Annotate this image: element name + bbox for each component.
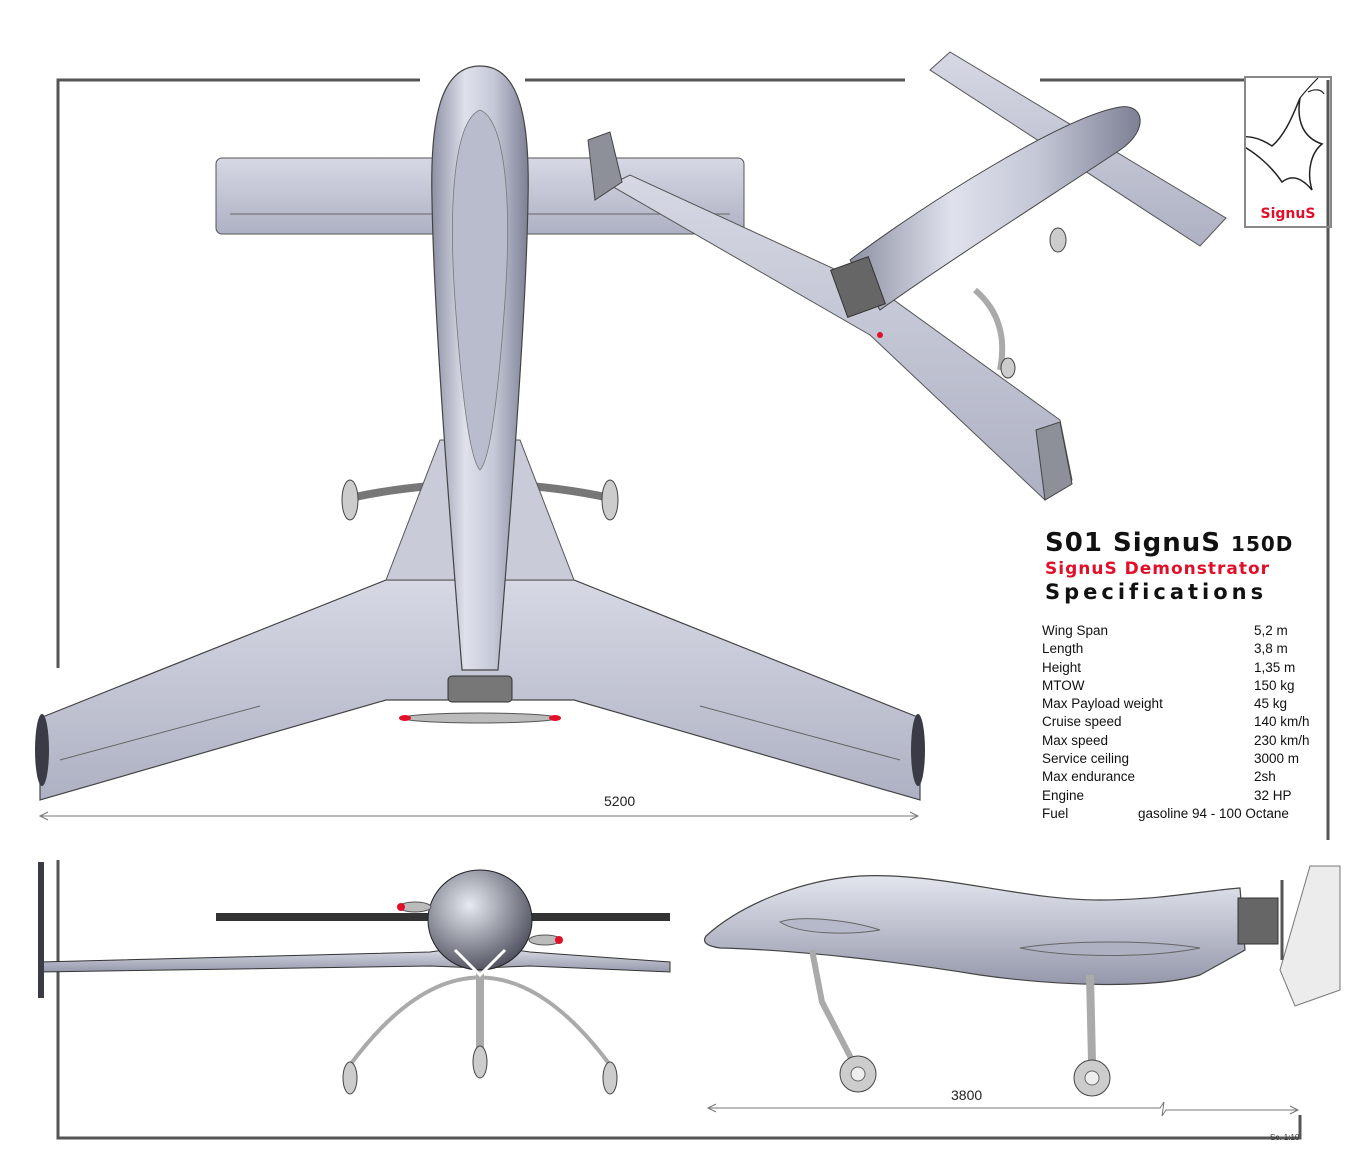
spec-value: 3,8 m xyxy=(1254,641,1288,657)
spec-row: MTOW 150 kg xyxy=(1042,677,1322,695)
spec-row: Cruise speed 140 km/h xyxy=(1042,713,1322,731)
spec-label: Wing Span xyxy=(1042,623,1109,638)
drawing-frame xyxy=(56,78,1330,1140)
logo-text: SignuS xyxy=(1260,206,1316,222)
span-dimension-label: 5200 xyxy=(604,793,636,809)
specifications-heading: Specifications xyxy=(1045,580,1268,604)
spec-row: Engine 32 HP xyxy=(1042,787,1322,805)
spec-row: Wing Span 5,2 m xyxy=(1042,622,1322,640)
model-suffix: 150D xyxy=(1231,532,1294,556)
spec-value: 3000 m xyxy=(1254,751,1300,767)
spec-row: Max Payload weight 45 kg xyxy=(1042,695,1322,713)
spec-value: 140 km/h xyxy=(1254,714,1310,730)
length-dimension-line xyxy=(706,1101,1300,1117)
spec-label: Max speed xyxy=(1042,732,1109,748)
spec-value: 5,2 m xyxy=(1254,623,1288,638)
spec-label: Max Payload weight xyxy=(1042,696,1163,712)
spec-value: 150 kg xyxy=(1254,677,1295,693)
top-view xyxy=(35,65,925,801)
spec-row: Max speed 230 km/h xyxy=(1042,732,1322,750)
spec-label: Max endurance xyxy=(1042,769,1136,785)
spec-label: Service ceiling xyxy=(1042,751,1130,767)
spec-row: Service ceiling 3000 m xyxy=(1042,750,1322,768)
spec-row: Fuel gasoline 94 - 100 Octane xyxy=(1042,805,1322,823)
spec-label: Length xyxy=(1042,641,1084,657)
model-prefix: S01 xyxy=(1045,528,1103,558)
spec-value: 230 km/h xyxy=(1254,732,1310,748)
side-view xyxy=(703,865,1341,1097)
title-block: S01 SignuS 150D SignuS Demonstrator Spec… xyxy=(1045,528,1305,605)
spec-value: gasoline 94 - 100 Octane xyxy=(1138,805,1289,821)
spec-label: MTOW xyxy=(1042,677,1085,693)
front-view xyxy=(38,862,671,1095)
spec-row: Max endurance 2sh xyxy=(1042,768,1322,786)
model-subtitle: SignuS Demonstrator xyxy=(1045,559,1271,579)
specifications-table: Wing Span 5,2 m Length 3,8 m Height 1,35… xyxy=(1042,622,1322,823)
model-title: S01 SignuS 150D xyxy=(1045,528,1305,559)
swan-icon xyxy=(1246,78,1325,191)
length-dimension-label: 3800 xyxy=(951,1087,983,1103)
spec-label: Cruise speed xyxy=(1042,714,1122,730)
spec-label: Engine xyxy=(1042,787,1085,803)
spec-value: 32 HP xyxy=(1254,787,1292,803)
span-dimension-line xyxy=(38,811,920,821)
scale-label: Sc. 1:10 xyxy=(1270,1133,1300,1142)
spec-value: 45 kg xyxy=(1254,696,1288,712)
spec-value: 2sh xyxy=(1254,769,1276,785)
spec-row: Length 3,8 m xyxy=(1042,640,1322,658)
spec-row: Height 1,35 m xyxy=(1042,659,1322,677)
signus-logo: SignuS xyxy=(1244,76,1332,228)
spec-label: Height xyxy=(1042,659,1082,675)
model-name: SignuS xyxy=(1112,528,1221,558)
perspective-view xyxy=(587,51,1227,501)
spec-label: Fuel xyxy=(1042,805,1069,821)
spec-value: 1,35 m xyxy=(1254,659,1296,675)
